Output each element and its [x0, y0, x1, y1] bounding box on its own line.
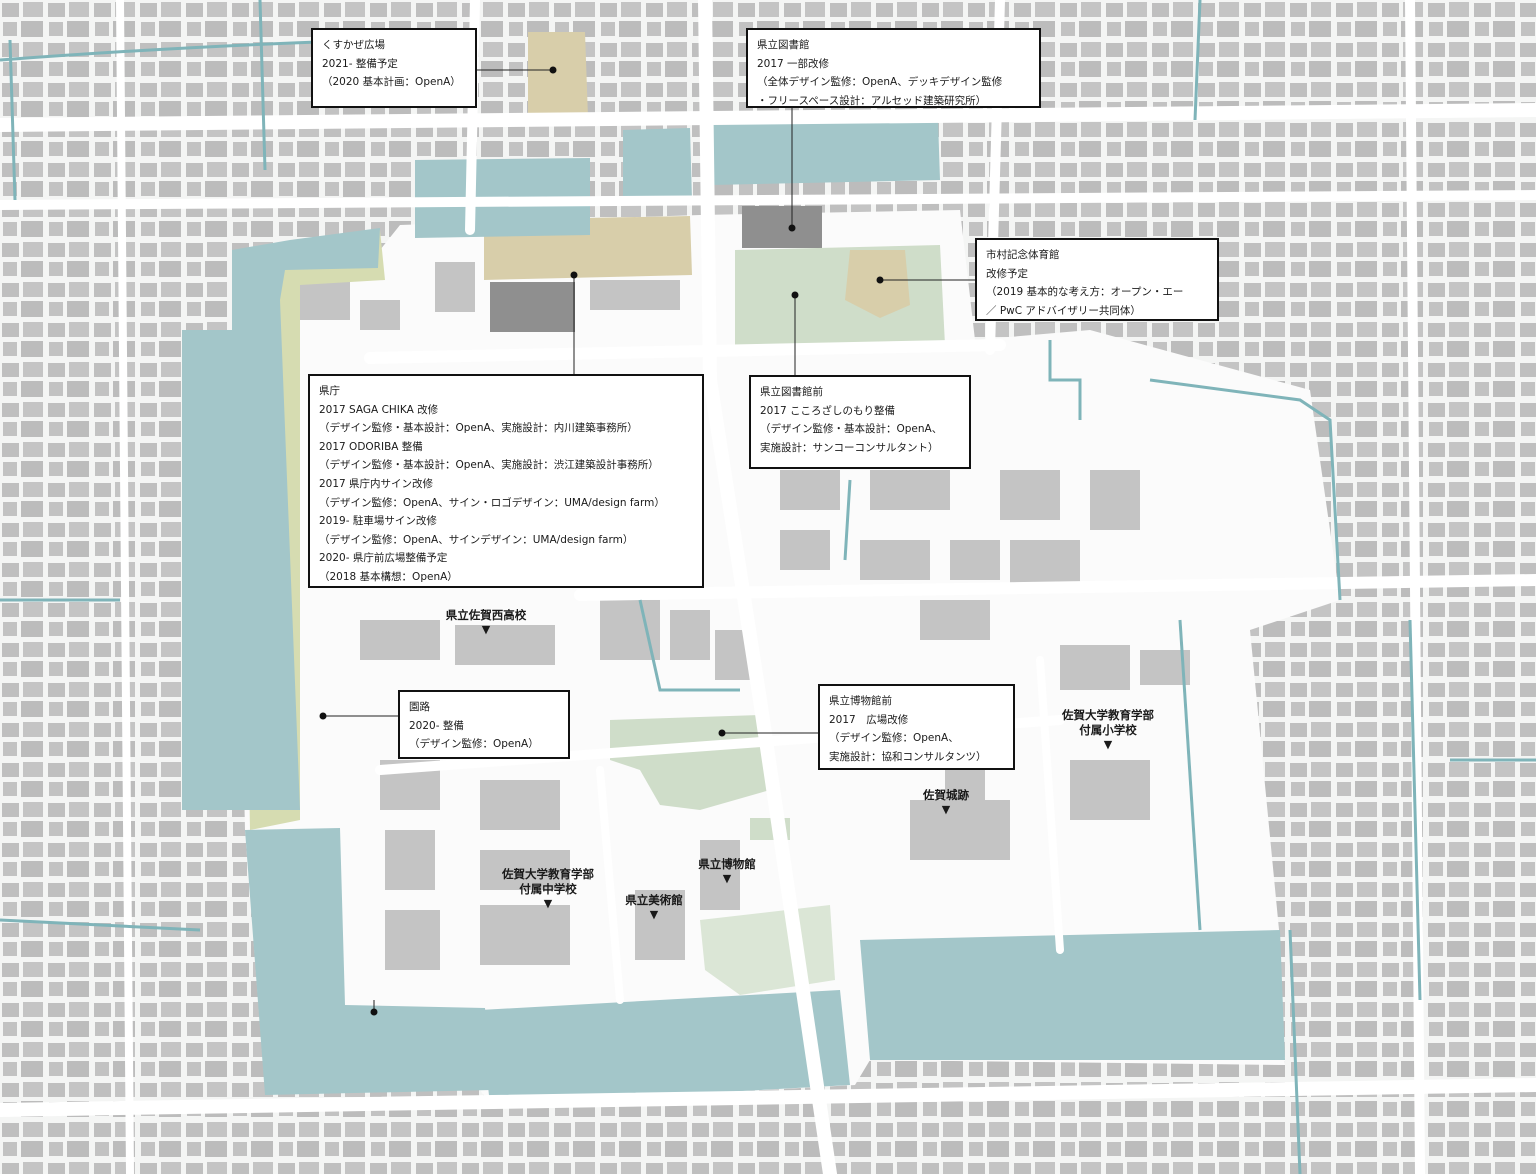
callout-line: 2017 県庁内サイン改修	[319, 477, 434, 490]
callout-line: （デザイン監修・基本設計：OpenA、実施設計：渋江建築設計事務所）	[319, 459, 659, 472]
callout-line: ／ PwC アドバイザリー共同体）	[986, 304, 1141, 317]
callout-library-front: 県立図書館前 2017 こころざしのもり整備 （デザイン監修・基本設計：Open…	[749, 375, 971, 469]
callout-line: （デザイン監修・基本設計：OpenA、実施設計：内川建築事務所）	[319, 422, 638, 435]
marker-triangle-icon: ▼	[649, 908, 659, 921]
place-label-prefectural-museum: 県立博物館 ▼	[698, 857, 756, 885]
place-name: 佐賀大学教育学部	[1062, 708, 1154, 722]
callout-line: （デザイン監修：OpenA）	[409, 738, 539, 751]
callout-line: （デザイン監修：OpenA、サイン・ロゴデザイン：UMA/design farm…	[319, 496, 665, 509]
callout-line: （2019 基本的な考え方：オープン・エー	[986, 286, 1184, 299]
callout-line: 県立図書館	[757, 39, 810, 51]
callout-line: 2019- 駐車場サイン改修	[319, 515, 437, 528]
callout-line: （デザイン監修：OpenA、サインデザイン：UMA/design farm）	[319, 533, 634, 546]
place-label-nishi-high-school: 県立佐賀西高校 ▼	[446, 608, 527, 636]
place-name: 県立博物館	[698, 857, 756, 871]
callout-line: 2017 SAGA CHIKA 改修	[319, 403, 439, 416]
callout-line: （デザイン監修：OpenA、	[829, 732, 959, 745]
callout-line: （2020 基本計画：OpenA）	[322, 76, 461, 89]
callout-museum-front: 県立博物館前 2017 広場改修 （デザイン監修：OpenA、 実施設計：協和コ…	[818, 684, 1015, 770]
marker-triangle-icon: ▼	[941, 803, 951, 816]
callout-line: 県庁	[319, 385, 340, 397]
callout-line: 2021- 整備予定	[322, 57, 398, 70]
callout-line: 実施設計：協和コンサルタンツ）	[829, 750, 987, 763]
callout-line: （2018 基本構想：OpenA）	[319, 570, 458, 583]
leader-dots	[319, 66, 884, 1016]
callout-prefectural-office: 県庁 2017 SAGA CHIKA 改修 （デザイン監修・基本設計：OpenA…	[308, 374, 704, 588]
callout-line: 園路	[409, 701, 430, 713]
callout-line: 2020- 整備	[409, 719, 464, 732]
callout-line: 県立博物館前	[829, 695, 892, 707]
callout-line: くすかぜ広場	[322, 39, 385, 51]
leader-lines	[323, 69, 977, 1012]
callout-line: 2020- 県庁前広場整備予定	[319, 552, 448, 565]
place-label-saga-castle-ruins: 佐賀城跡 ▼	[923, 788, 969, 816]
callout-line: 2017 ODORIBA 整備	[319, 440, 423, 453]
marker-triangle-icon: ▼	[1103, 738, 1113, 751]
marker-triangle-icon: ▼	[481, 623, 491, 636]
callout-line: 市村記念体育館	[986, 249, 1060, 261]
place-label-university-elementary: 佐賀大学教育学部 付属小学校 ▼	[1062, 708, 1154, 751]
key-buildings	[490, 206, 822, 332]
moats	[182, 120, 1285, 1105]
callout-prefectural-library: 県立図書館 2017 一部改修 （全体デザイン監修：OpenA、デッキデザイン監…	[746, 28, 1041, 108]
callout-line: 改修予定	[986, 267, 1028, 280]
callout-ichimura-gym: 市村記念体育館 改修予定 （2019 基本的な考え方：オープン・エー ／ PwC…	[975, 238, 1219, 321]
callout-line: 2017 一部改修	[757, 57, 830, 70]
place-name: 付属小学校	[1079, 723, 1137, 737]
place-label-university-junior-high: 佐賀大学教育学部 付属中学校 ▼	[502, 867, 594, 910]
callout-line: 県立図書館前	[760, 386, 823, 398]
place-name: 付属中学校	[519, 882, 577, 896]
callout-line: 2017 こころざしのもり整備	[760, 404, 896, 417]
callout-line: （デザイン監修・基本設計：OpenA、	[760, 423, 943, 436]
callout-line: （全体デザイン監修：OpenA、デッキデザイン監修	[757, 76, 1003, 89]
place-name: 佐賀大学教育学部	[502, 867, 594, 881]
marker-triangle-icon: ▼	[722, 872, 732, 885]
place-name: 県立佐賀西高校	[445, 608, 527, 622]
callout-line: 実施設計：サンコーコンサルタント）	[760, 441, 939, 454]
place-name: 県立美術館	[625, 893, 683, 907]
callout-enro-path: 園路 2020- 整備 （デザイン監修：OpenA）	[398, 690, 570, 759]
marker-triangle-icon: ▼	[543, 897, 553, 910]
callout-kusukaze-plaza: くすかぜ広場 2021- 整備予定 （2020 基本計画：OpenA）	[311, 28, 477, 108]
place-name: 佐賀城跡	[923, 788, 969, 802]
place-label-prefectural-art-museum: 県立美術館 ▼	[625, 893, 683, 921]
callout-line: ・フリースペース設計：アルセッド建築研究所）	[757, 94, 987, 107]
callout-line: 2017 広場改修	[829, 713, 909, 726]
